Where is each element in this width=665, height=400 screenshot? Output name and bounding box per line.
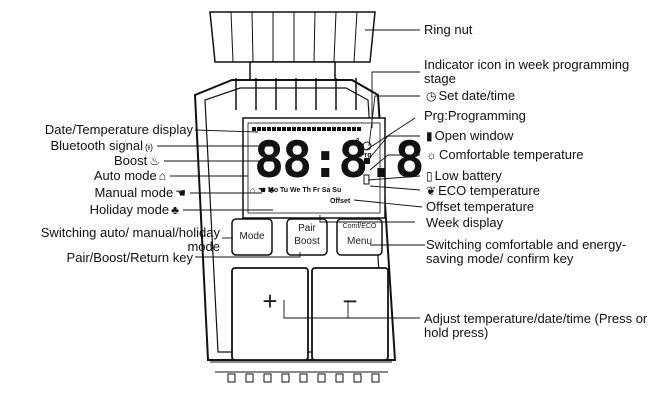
minus-button-shape[interactable] bbox=[311, 267, 389, 361]
label-holiday-mode: Holiday mode bbox=[89, 202, 170, 217]
label-switching-comfortable: Switching comfortable and energy-saving … bbox=[426, 237, 627, 266]
minus-button[interactable]: − bbox=[342, 286, 358, 316]
menu-button[interactable]: Menu bbox=[346, 236, 372, 247]
lcd-days: Mo Tu We Th Fr Sa Su bbox=[268, 187, 342, 194]
flame-icon: ♨ bbox=[149, 154, 160, 168]
lcd-mode-icons: ⌂ ☚ ♣ bbox=[250, 185, 275, 195]
label-boost: Boost bbox=[113, 153, 148, 168]
label-ring-nut: Ring nut bbox=[424, 22, 473, 37]
plus-button-shape[interactable] bbox=[231, 267, 309, 361]
lcd-clock-icon bbox=[362, 141, 372, 151]
palm-icon: ♣ bbox=[171, 203, 179, 217]
label-comfortable-temperature: Comfortable temperature bbox=[439, 147, 584, 162]
label-prg-programming: Prg:Programming bbox=[424, 108, 526, 123]
lcd-screen bbox=[242, 117, 386, 219]
hour-bar bbox=[252, 127, 361, 131]
battery-icon: ▯ bbox=[426, 169, 433, 183]
plus-button[interactable]: + bbox=[262, 286, 278, 316]
open-window-icon: ▮ bbox=[426, 129, 433, 143]
label-offset-temperature: Offset temperature bbox=[426, 199, 535, 214]
label-pair-boost-return: Pair/Boost/Return key bbox=[66, 250, 193, 265]
lcd-digits: 88:8.8 bbox=[254, 131, 425, 189]
label-switching-auto: Switching auto/ manual/holiday mode bbox=[40, 225, 220, 254]
label-low-battery: Low battery bbox=[434, 168, 502, 183]
pair-button-line1[interactable]: Pair bbox=[298, 223, 316, 234]
label-bluetooth-signal: Bluetooth signal bbox=[50, 138, 143, 153]
label-eco-temperature: ECO temperature bbox=[438, 183, 540, 198]
leaf-icon: ❦ bbox=[426, 184, 437, 198]
lcd-window-icon bbox=[364, 158, 370, 164]
house-icon: ⌂ bbox=[158, 169, 166, 183]
sun-icon: ☼ bbox=[426, 148, 437, 162]
ring-nut bbox=[209, 11, 376, 83]
label-indicator-icon: Indicator icon in week programming stage bbox=[424, 57, 630, 86]
label-date-temp-display: Date/Temperature display bbox=[44, 122, 193, 137]
hand-icon: ☚ bbox=[175, 186, 186, 200]
lcd-prg: Prg bbox=[360, 152, 372, 159]
pair-button-shape[interactable] bbox=[286, 218, 328, 256]
label-open-window: Open window bbox=[434, 128, 514, 143]
leader-lines bbox=[157, 29, 425, 319]
label-adjust: Adjust temperature/date/time (Press or h… bbox=[424, 311, 648, 340]
label-auto-mode: Auto mode bbox=[93, 168, 157, 183]
lcd-offset: Offset bbox=[330, 198, 351, 205]
pair-button-line2[interactable]: Boost bbox=[294, 236, 320, 247]
lcd-degree: ° bbox=[356, 136, 360, 146]
mode-button-shape[interactable] bbox=[231, 218, 273, 256]
clock-icon: ◷ bbox=[426, 89, 437, 103]
label-set-date-time: Set date/time bbox=[438, 88, 516, 103]
menu-button-shape[interactable] bbox=[336, 218, 383, 256]
menu-button-top[interactable]: Comf/ECO bbox=[342, 223, 377, 230]
label-week-display: Week display bbox=[426, 215, 504, 230]
label-manual-mode: Manual mode bbox=[94, 185, 174, 200]
bluetooth-signal-icon: (ᵻ) bbox=[145, 142, 153, 152]
mode-button[interactable]: Mode bbox=[239, 231, 265, 242]
